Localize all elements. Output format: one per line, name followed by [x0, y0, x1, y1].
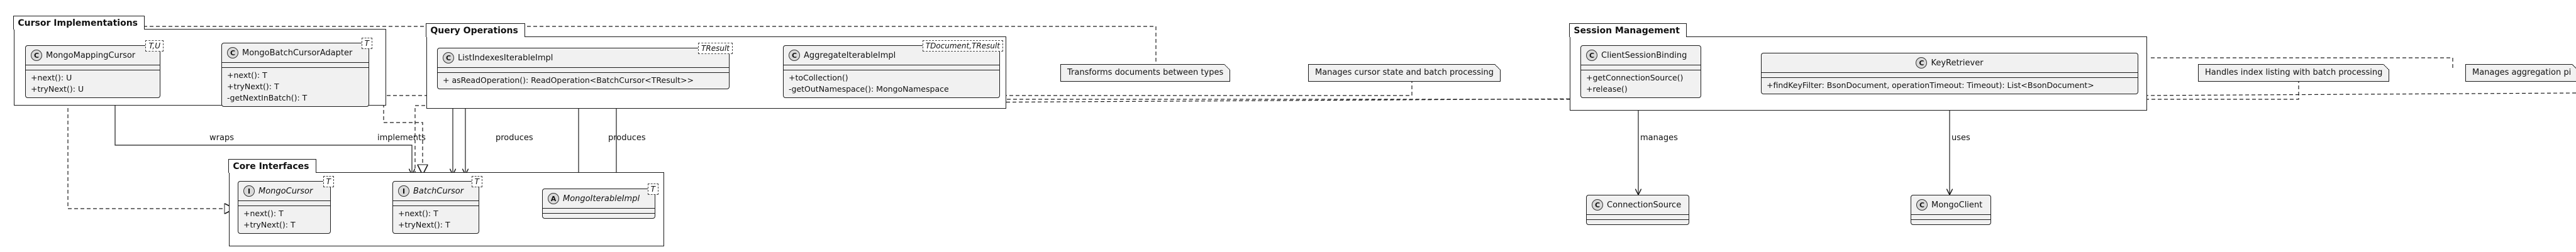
class-aggregate-iterable-impl[interactable]: C AggregateIterableImpl TDocument,TResul… [783, 40, 1003, 98]
edge-label-produces-1: produces [496, 133, 533, 143]
method: +next(): T [227, 70, 267, 80]
class-mongo-mapping-cursor[interactable]: C MongoMappingCursor T,U +next(): U +try… [25, 40, 164, 98]
class-badge-icon: C [789, 50, 800, 61]
class-mongo-batch-cursor-adapter[interactable]: C MongoBatchCursorAdapter T +next(): T +… [221, 38, 372, 107]
class-name: ListIndexesIterableImpl [458, 53, 553, 63]
class-name: KeyRetriever [1931, 58, 1984, 68]
method: +getConnectionSource() [1586, 73, 1684, 82]
interface-name: MongoCursor [258, 186, 313, 196]
class-connection-source[interactable]: C ConnectionSource [1586, 195, 1689, 225]
method: + asReadOperation(): ReadOperation<Batch… [443, 75, 694, 85]
note-manages-cursor: Manages cursor state and batch processin… [1308, 64, 1501, 82]
edge-label-manages: manages [1640, 133, 1678, 143]
note-transforms: Transforms documents between types [1060, 64, 1231, 82]
class-name: MongoClient [1931, 200, 1983, 210]
type-params: T,U [145, 40, 164, 52]
class-client-session-binding[interactable]: C ClientSessionBinding +getConnectionSou… [1580, 45, 1701, 98]
interface-mongo-cursor[interactable]: I MongoCursor T +next(): T +tryNext(): T [238, 176, 334, 234]
method: +next(): T [243, 209, 284, 218]
class-badge-icon: C [443, 52, 454, 63]
method: +tryNext(): T [398, 220, 450, 229]
method: +toCollection() [789, 73, 848, 82]
class-badge-icon: C [1592, 199, 1603, 211]
class-mongo-client[interactable]: C MongoClient [1911, 195, 1991, 225]
abstract-badge-icon: A [548, 193, 559, 204]
class-name: MongoMappingCursor [46, 50, 136, 60]
class-name: MongoIterableImpl [563, 194, 640, 204]
class-badge-icon: C [1586, 50, 1597, 61]
note-link-index [723, 79, 2299, 100]
type-params: TResult [698, 43, 733, 54]
class-name: ConnectionSource [1607, 200, 1682, 210]
class-badge-icon: C [1916, 199, 1928, 211]
interface-batch-cursor[interactable]: I BatchCursor T +next(): T +tryNext(): T [392, 176, 482, 234]
note-link-aggregation [2151, 57, 2453, 68]
class-name: AggregateIterableImpl [804, 50, 896, 60]
note-link-transforms [125, 26, 1157, 68]
type-params: T [647, 184, 658, 195]
package-title: Cursor Implementations [13, 16, 145, 30]
edge-label-wraps: wraps [209, 133, 234, 143]
class-badge-icon: C [31, 50, 42, 61]
class-name: MongoBatchCursorAdapter [242, 48, 353, 58]
edge-label-uses: uses [1951, 133, 1970, 143]
edge-wraps [114, 102, 412, 174]
method: +next(): U [31, 73, 72, 82]
type-params: T [361, 38, 372, 49]
edge-implements [383, 104, 423, 174]
note-index-listing: Handles index listing with batch process… [2198, 64, 2390, 82]
edge-label-implements: implements [377, 133, 426, 143]
class-name: ClientSessionBinding [1601, 50, 1687, 60]
type-params: TDocument,TResult [922, 40, 1003, 52]
type-params: T [323, 176, 334, 187]
package-title: Core Interfaces [228, 159, 316, 173]
package-title: Session Management [1569, 23, 1687, 37]
class-badge-icon: C [227, 47, 238, 58]
class-badge-icon: C [1916, 57, 1928, 68]
edge-label-produces-2: produces [608, 133, 646, 143]
method: +release() [1586, 84, 1628, 94]
method: +tryNext(): T [243, 220, 296, 229]
method: +tryNext(): U [31, 84, 84, 94]
class-key-retriever[interactable]: C KeyRetriever +findKeyFilter: BsonDocum… [1761, 53, 2138, 94]
interface-name: BatchCursor [413, 186, 464, 196]
interface-badge-icon: I [398, 185, 409, 197]
package-title: Query Operations [426, 23, 525, 37]
method: +tryNext(): T [227, 82, 279, 91]
note-aggregation: Manages aggregation pi [2465, 64, 2576, 82]
method: -getNextInBatch(): T [227, 93, 308, 102]
type-params: T [471, 176, 482, 187]
method: +next(): T [398, 209, 438, 218]
abstract-class-mongo-iterable-impl[interactable]: A MongoIterableImpl T [542, 184, 658, 219]
method: +findKeyFilter: BsonDocument, operationT… [1767, 80, 2094, 90]
interface-badge-icon: I [243, 185, 255, 197]
method: -getOutNamespace(): MongoNamespace [789, 84, 949, 94]
class-list-indexes-iterable-impl[interactable]: C ListIndexesIterableImpl TResult + asRe… [437, 43, 733, 89]
edge-mapping-implements [67, 102, 234, 209]
